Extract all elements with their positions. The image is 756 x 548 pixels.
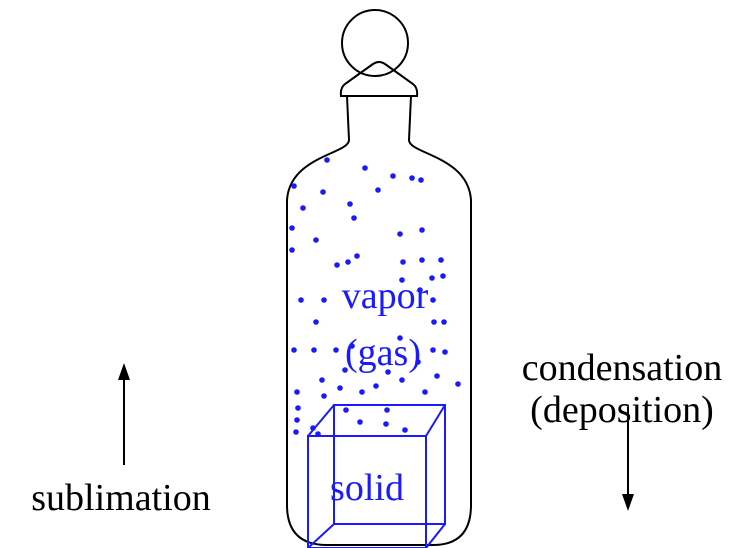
vapor-particle — [351, 215, 357, 221]
vapor-particle — [349, 343, 355, 349]
vapor-particle — [375, 187, 381, 193]
vapor-particles — [289, 157, 461, 437]
condensation-label: condensation — [522, 347, 723, 389]
sublimation-arrow — [118, 363, 130, 465]
solid-cube — [307, 404, 446, 548]
vapor-particle — [319, 377, 325, 383]
vapor-particle — [334, 262, 340, 268]
vapor-particle — [293, 429, 299, 435]
vapor-particle — [438, 257, 444, 263]
vapor-particle — [359, 389, 365, 395]
vapor-particle — [294, 417, 300, 423]
bottle-neck — [346, 95, 412, 141]
vapor-particle — [418, 177, 424, 183]
vapor-particle — [289, 225, 295, 231]
vapor-particle — [343, 407, 349, 413]
vapor-particle — [298, 297, 304, 303]
vapor-particle — [383, 421, 389, 427]
vapor-particle — [390, 173, 396, 179]
vapor-particle — [399, 277, 405, 283]
deposition-label: (deposition) — [530, 389, 714, 431]
vapor-particle — [431, 319, 437, 325]
vapor-particle — [440, 273, 446, 279]
vapor-particle — [354, 253, 360, 259]
vapor-particle — [385, 369, 391, 375]
vapor-particle — [300, 205, 306, 211]
gas-label: (gas) — [345, 332, 421, 374]
vapor-particle — [294, 389, 300, 395]
vapor-particle — [320, 189, 326, 195]
vapor-particle — [362, 165, 368, 171]
vapor-particle — [310, 425, 316, 431]
vapor-particle — [321, 393, 327, 399]
vapor-particle — [441, 319, 447, 325]
vapor-particle — [429, 275, 435, 281]
vapor-particle — [430, 347, 436, 353]
vapor-particle — [419, 257, 425, 263]
vapor-particle — [333, 347, 339, 353]
vapor-particle — [430, 297, 436, 303]
vapor-particle — [434, 373, 440, 379]
vapor-particle — [417, 287, 423, 293]
condensation-arrow — [622, 407, 634, 511]
bottle-body — [286, 139, 472, 546]
vapor-particle — [357, 419, 363, 425]
vapor-particle — [455, 381, 461, 387]
vapor-particle — [402, 427, 408, 433]
sublimation-label: sublimation — [31, 477, 210, 519]
stopper-body — [339, 61, 419, 97]
vapor-particle — [324, 157, 330, 163]
vapor-particle — [347, 201, 353, 207]
vapor-particle — [313, 319, 319, 325]
vapor-particle — [373, 383, 379, 389]
vapor-label: vapor — [342, 275, 429, 317]
vapor-particle — [291, 347, 297, 353]
vapor-particle — [313, 237, 319, 243]
vapor-particle — [291, 183, 297, 189]
stopper-knob — [341, 9, 409, 77]
solid-label: solid — [330, 467, 404, 509]
vapor-particle — [442, 349, 448, 355]
vapor-particle — [345, 259, 351, 265]
vapor-particle — [384, 407, 390, 413]
vapor-particle — [400, 259, 406, 265]
vapor-particle — [415, 359, 421, 365]
vapor-particle — [409, 175, 415, 181]
vapor-particle — [422, 389, 428, 395]
vapor-particle — [399, 377, 405, 383]
vapor-particle — [337, 385, 343, 391]
vapor-particle — [311, 347, 317, 353]
vapor-particle — [397, 231, 403, 237]
vapor-particle — [342, 367, 348, 373]
vapor-particle — [295, 405, 301, 411]
vapor-particle — [321, 297, 327, 303]
vapor-particle — [289, 247, 295, 253]
vapor-particle — [419, 227, 425, 233]
vapor-particle — [397, 335, 403, 341]
vapor-particle — [315, 431, 321, 437]
